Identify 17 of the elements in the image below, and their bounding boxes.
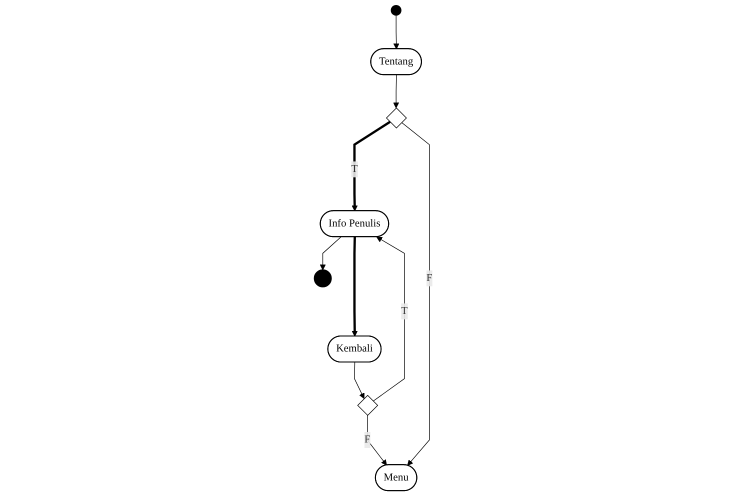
edge-label: T — [350, 163, 358, 175]
node-circle — [313, 269, 332, 288]
arrow — [393, 15, 399, 50]
edge-label: F — [364, 434, 370, 446]
arrow — [392, 74, 399, 108]
arrow — [400, 122, 430, 466]
arrow — [366, 415, 386, 466]
node-circle — [390, 5, 402, 16]
edge-label: F — [426, 272, 432, 284]
edge-label: T — [400, 305, 408, 317]
node-diamond — [356, 394, 378, 416]
arrow — [372, 236, 404, 402]
arrow — [354, 362, 364, 399]
arrow — [351, 236, 358, 337]
node-diamond — [386, 108, 406, 128]
arrow — [351, 120, 390, 212]
arrow — [319, 236, 341, 270]
